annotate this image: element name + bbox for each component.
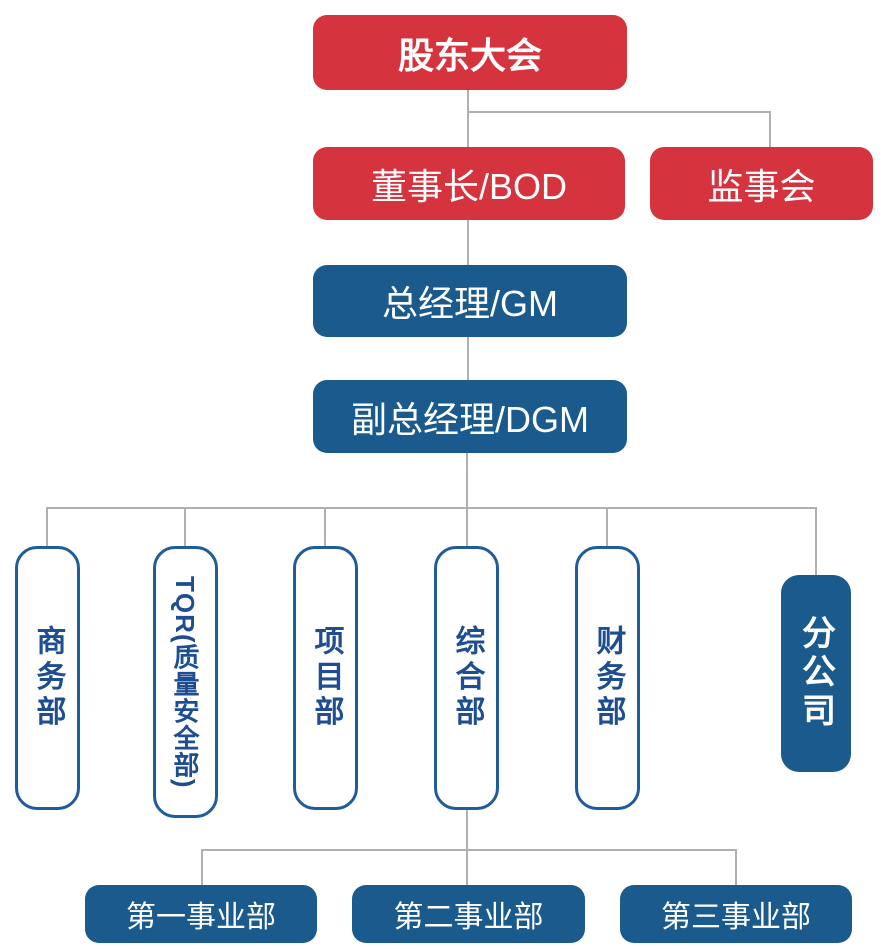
node-dept-tqr-quality-safety: TQR(质量安全部) xyxy=(153,546,218,818)
connector-drop-project xyxy=(324,507,326,546)
node-deputy-general-manager: 副总经理/DGM xyxy=(313,380,627,453)
connector-dgm-down xyxy=(466,453,468,546)
connector-top-horizontal xyxy=(467,111,771,113)
connector-drop-finance xyxy=(606,507,608,546)
connector-shareholders-down xyxy=(467,90,469,148)
connector-drop-branch xyxy=(815,507,817,575)
node-division-1: 第一事业部 xyxy=(85,885,317,943)
connector-chairman-to-gm xyxy=(467,220,469,265)
node-branch-company: 分公司 xyxy=(781,575,851,772)
connector-drop-tqr xyxy=(184,507,186,546)
node-shareholders-meeting: 股东大会 xyxy=(313,15,627,90)
node-general-manager: 总经理/GM xyxy=(313,265,627,337)
connector-drop-business xyxy=(46,507,48,546)
node-division-3: 第三事业部 xyxy=(620,885,852,943)
connector-divisions-horizontal xyxy=(201,849,737,851)
connector-drop-division-3 xyxy=(735,849,737,885)
connector-gm-to-dgm xyxy=(467,337,469,380)
node-dept-business: 商务部 xyxy=(15,546,80,810)
node-division-2: 第二事业部 xyxy=(352,885,585,943)
node-chairman-bod: 董事长/BOD xyxy=(313,147,625,220)
connector-departments-horizontal xyxy=(47,507,817,509)
connector-supervisory-drop xyxy=(769,111,771,148)
node-supervisory-board: 监事会 xyxy=(650,147,873,220)
node-dept-general-affairs: 综合部 xyxy=(434,546,499,810)
node-dept-project: 项目部 xyxy=(293,546,358,810)
connector-general-affairs-down xyxy=(466,810,468,885)
node-dept-finance: 财务部 xyxy=(575,546,640,810)
connector-drop-division-1 xyxy=(201,849,203,885)
